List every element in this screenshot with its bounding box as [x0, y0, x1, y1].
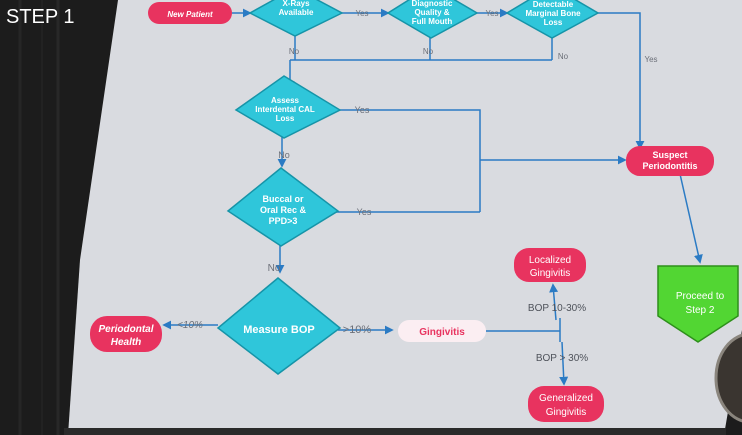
node-diagnostic-label-2: Quality & — [414, 8, 449, 17]
label-yes-bone: Yes — [644, 55, 657, 64]
node-generalized-label-1: Generalized — [539, 393, 593, 404]
label-gt10: >10% — [343, 324, 372, 336]
node-buccal-label-2: Oral Rec & — [260, 205, 307, 215]
edge-labels: Yes Yes No No No Yes Yes No Yes No <10% … — [177, 9, 657, 364]
node-new-patient-label: New Patient — [167, 10, 213, 19]
node-new-patient — [148, 2, 232, 24]
edge-bone-yes — [596, 12, 645, 150]
label-bop-gt30: BOP > 30% — [536, 353, 588, 364]
label-no-bone: No — [558, 52, 569, 61]
slide-title: STEP 1 — [6, 6, 75, 28]
node-proceed-label-2: Step 2 — [686, 305, 715, 316]
node-suspect-label-2: Periodontitis — [642, 161, 697, 171]
label-yes-diag: Yes — [485, 9, 498, 18]
node-suspect-label-1: Suspect — [652, 150, 687, 160]
node-buccal-label-3: PPD>3 — [269, 216, 298, 226]
node-gingivitis — [398, 320, 486, 342]
node-diagnostic-label-1: Diagnostic — [412, 0, 453, 8]
node-xrays-label-1: X-Rays — [282, 0, 310, 8]
edge-cal-yes — [338, 109, 481, 212]
node-generalized-gingivitis — [528, 386, 604, 422]
node-assess-cal-diamond — [234, 75, 342, 139]
board-bottom-edge — [64, 428, 726, 435]
node-localized-label-1: Localized — [529, 255, 571, 266]
edge-to-localized — [549, 283, 559, 321]
node-assess-cal-label-2: Interdental CAL — [255, 105, 315, 114]
connectors — [162, 8, 703, 386]
node-perio-health-label-2: Health — [111, 337, 142, 348]
label-lt10: <10% — [177, 320, 203, 331]
node-localized-label-2: Gingivitis — [530, 268, 571, 279]
node-bone-loss-label-2: Marginal Bone — [525, 9, 581, 18]
node-assess-cal-label-3: Loss — [276, 114, 295, 123]
label-yes-buccal: Yes — [357, 207, 372, 217]
label-yes-xrays: Yes — [355, 9, 368, 18]
node-generalized-label-2: Gingivitis — [546, 407, 587, 418]
node-perio-health-label-1: Periodontal — [98, 324, 153, 335]
node-localized-gingivitis — [514, 248, 586, 282]
node-measure-bop-label: Measure BOP — [243, 324, 315, 336]
node-assess-cal-label-1: Assess — [271, 96, 300, 105]
node-xrays-diamond — [248, 0, 344, 37]
node-buccal-diamond — [226, 167, 340, 247]
label-no-xrays: No — [289, 47, 300, 56]
label-yes-cal: Yes — [355, 105, 370, 115]
node-gingivitis-label: Gingivitis — [419, 327, 465, 338]
node-periodontal-health — [90, 316, 162, 352]
edge-suspect-to-proceed — [679, 173, 703, 264]
node-diagnostic-label-3: Full Mouth — [412, 17, 453, 26]
node-proceed-step2 — [657, 265, 739, 343]
node-proceed-label-1: Proceed to — [676, 291, 725, 302]
node-xrays-label-2: Available — [279, 8, 314, 17]
node-bone-loss-label-1: Detectable — [533, 0, 574, 9]
label-no-cal: No — [278, 150, 290, 160]
label-no-buccal: No — [268, 263, 281, 274]
node-bone-loss-diamond — [505, 0, 600, 39]
flowchart-board — [68, 0, 742, 435]
node-measure-bop-diamond — [216, 277, 342, 375]
label-bop-10-30: BOP 10-30% — [528, 303, 586, 314]
node-bone-loss-label-3: Loss — [544, 18, 563, 27]
corner-object — [714, 333, 742, 423]
node-suspect-periodontitis — [626, 146, 714, 176]
edge-to-generalized — [559, 341, 569, 386]
label-no-diag: No — [423, 47, 434, 56]
node-diagnostic-diamond — [386, 0, 479, 39]
node-buccal-label-1: Buccal or — [262, 194, 304, 204]
